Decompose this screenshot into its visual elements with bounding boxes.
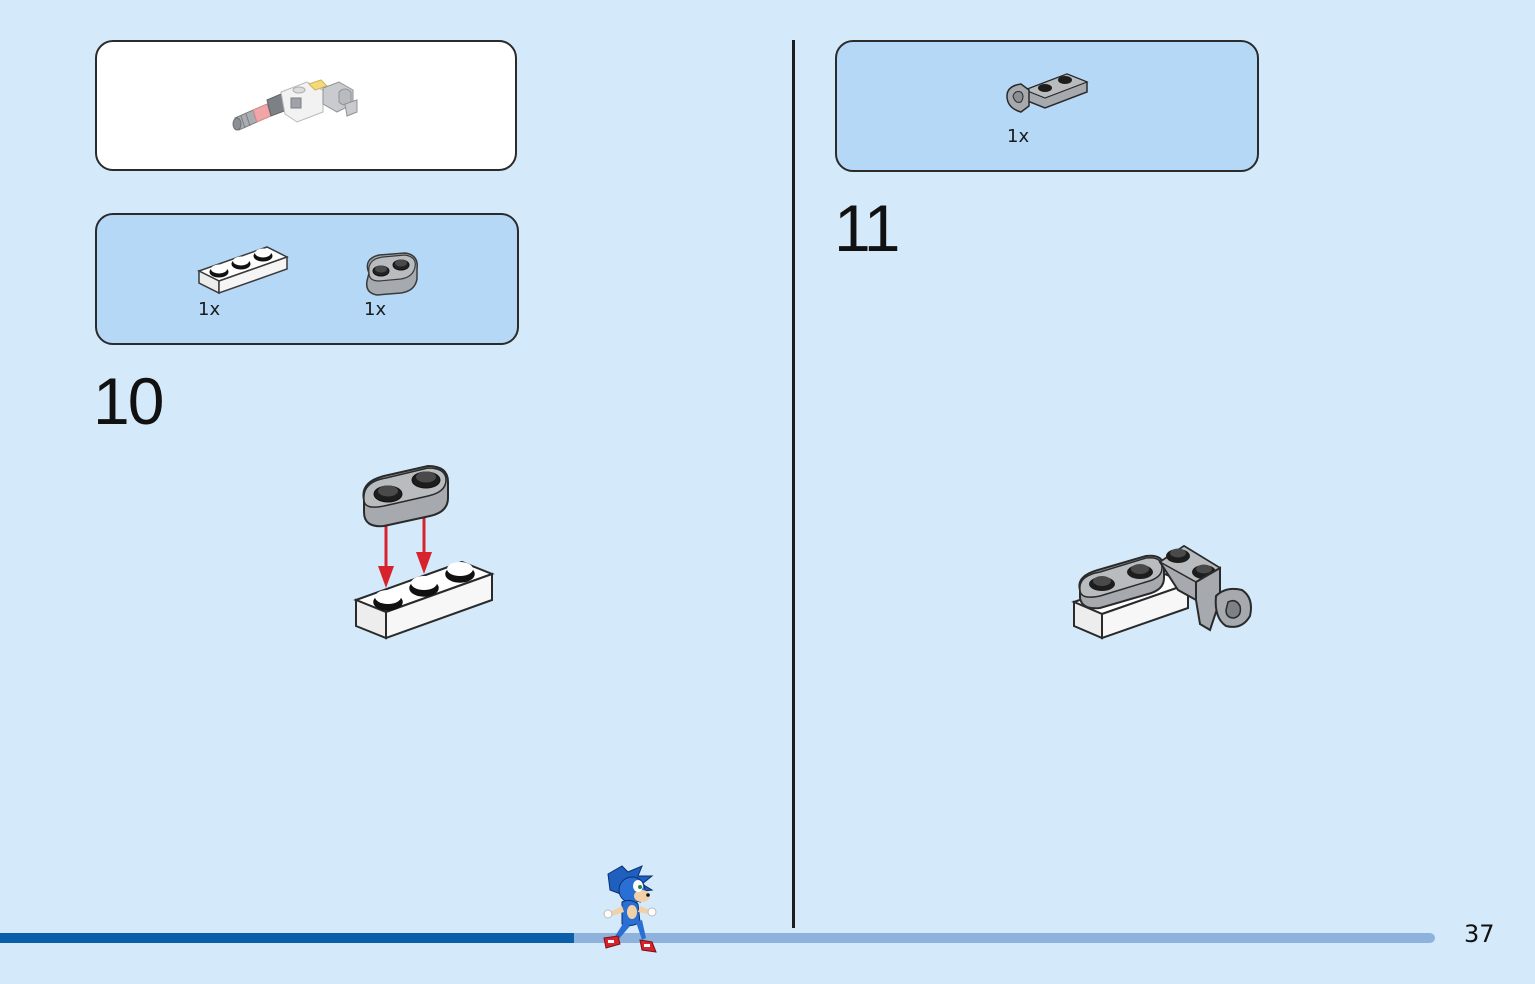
progress-bar-remaining bbox=[574, 933, 1435, 943]
progress-bar-completed bbox=[0, 933, 574, 943]
step-10-build-illustration bbox=[353, 464, 495, 640]
gray-plate-clip-icon bbox=[1006, 73, 1089, 113]
part-qty: 1x bbox=[198, 299, 221, 320]
subassembly-model-icon bbox=[232, 79, 358, 131]
subassembly-box bbox=[95, 40, 517, 171]
step-number-10: 10 bbox=[93, 364, 164, 438]
parts-callout-step-11: 1x bbox=[835, 40, 1259, 172]
running-mascot-icon bbox=[603, 865, 657, 953]
step-number-11: 11 bbox=[834, 191, 901, 265]
gray-plate-1x2-rounded-icon bbox=[365, 252, 418, 296]
white-plate-1x3-icon bbox=[197, 246, 289, 295]
page-number: 37 bbox=[1464, 920, 1495, 948]
parts-callout-step-10: 1x 1x bbox=[95, 213, 519, 345]
part-qty: 1x bbox=[364, 299, 387, 320]
page-divider bbox=[792, 40, 795, 928]
step-11-build-illustration bbox=[1071, 544, 1252, 640]
part-qty: 1x bbox=[1007, 126, 1030, 147]
